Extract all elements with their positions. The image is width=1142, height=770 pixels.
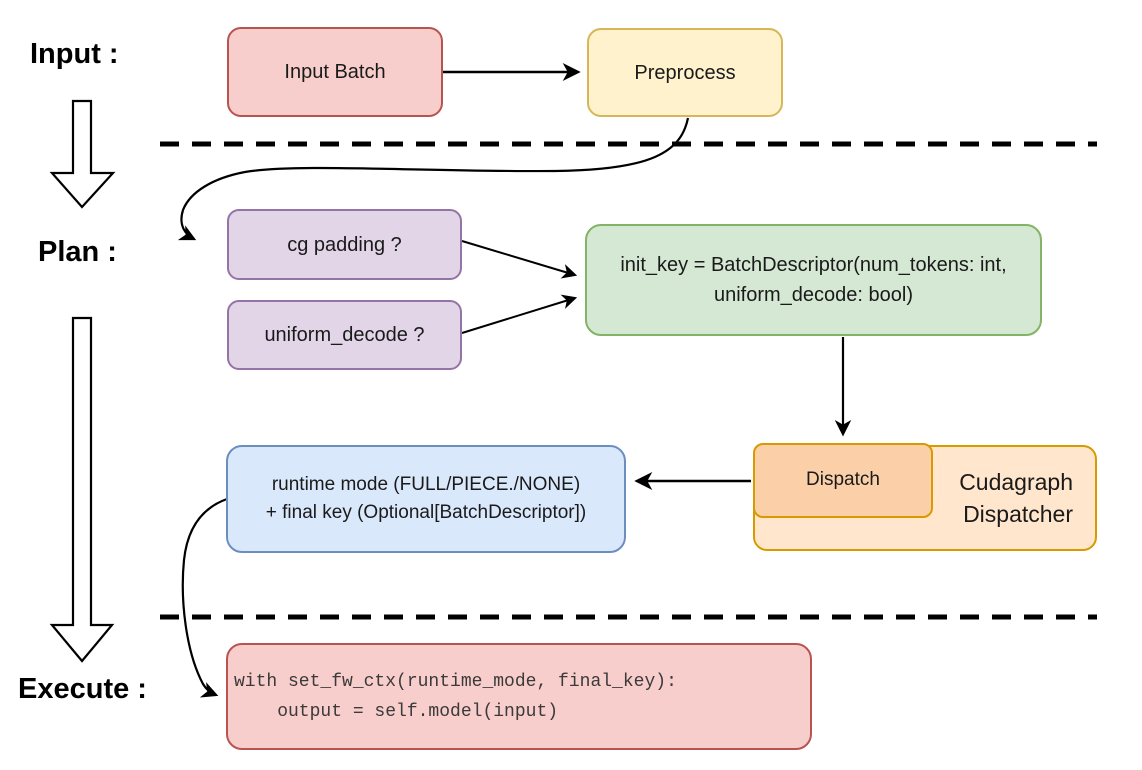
execute-code-line1: with set_fw_ctx(runtime_mode, final_key)… (234, 671, 677, 692)
dispatch-node: Dispatch (753, 443, 933, 518)
arrow-preprocess-to-cgpadding (177, 117, 690, 241)
runtime-mode-node: runtime mode (FULL/PIECE./NONE) + final … (226, 445, 626, 553)
preprocess-label: Preprocess (634, 61, 736, 84)
execute-stage-label: Execute : (18, 673, 147, 705)
plan-stage-label: Plan : (38, 236, 117, 268)
runtime-mode-line1: runtime mode (FULL/PIECE./NONE) (271, 473, 581, 495)
input-stage-arrow (49, 99, 116, 209)
init-key-node: init_key = BatchDescriptor(num_tokens: i… (585, 224, 1042, 336)
execute-code-node: with set_fw_ctx(runtime_mode, final_key)… (226, 643, 812, 750)
arrow-runtimemode-to-execute (181, 497, 228, 698)
init-key-line1: init_key = BatchDescriptor(num_tokens: i… (620, 254, 1007, 276)
input-batch-label: Input Batch (284, 61, 386, 83)
input-stage-label: Input : (30, 38, 119, 70)
cg-padding-node: cg padding ? (227, 209, 462, 280)
arrow-uniformdecode-to-initkey (461, 294, 578, 334)
dispatch-label: Dispatch (806, 469, 880, 491)
uniform-decode-label: uniform_decode ? (264, 324, 425, 346)
runtime-mode-line2: + final key (Optional[BatchDescriptor]) (265, 502, 587, 523)
cg-padding-label: cg padding ? (287, 233, 402, 256)
plan-stage-arrow (49, 316, 115, 663)
input-batch-node: Input Batch (227, 27, 443, 117)
cudagraph-dispatcher-line2: Dispatcher (963, 501, 1073, 527)
preprocess-node: Preprocess (587, 28, 783, 117)
uniform-decode-node: uniform_decode ? (227, 300, 462, 370)
init-key-line2: uniform_decode: bool) (713, 284, 913, 306)
arrow-cgpadding-to-initkey (461, 240, 578, 279)
cudagraph-dispatcher-line1: Cudagraph (959, 468, 1073, 495)
execute-code-line2: output = self.model(input) (234, 701, 559, 722)
